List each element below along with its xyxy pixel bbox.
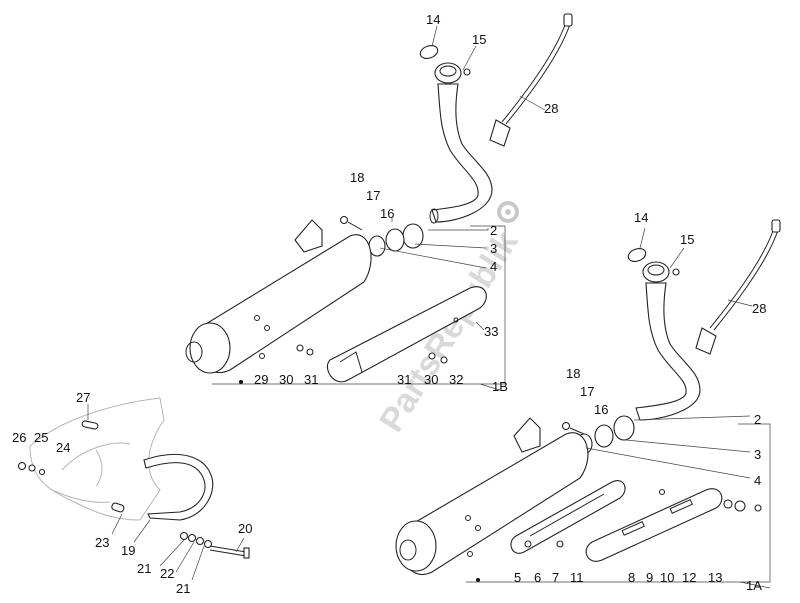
washer-31: [306, 348, 314, 356]
callout-33: 33: [484, 324, 498, 339]
muffler-1b: [185, 219, 372, 374]
callout-4: 4: [754, 473, 761, 488]
callout-14: 14: [634, 210, 648, 225]
callout-28: 28: [752, 301, 766, 316]
callout-28: 28: [544, 101, 558, 116]
callout-15: 15: [472, 32, 486, 47]
lambda-sensor-28: [489, 13, 573, 147]
washers-12-13: [556, 488, 762, 548]
callout-16: 16: [380, 206, 394, 221]
callout-17: 17: [580, 384, 594, 399]
callout-3: 3: [490, 241, 497, 256]
callout-2: 2: [754, 412, 761, 427]
callout-22: 22: [160, 566, 174, 581]
assembly-1a: 14 15 28 18 17 16 2 3 4 5 6 7 11 8 9 10 …: [395, 210, 781, 593]
group-label-1b: 1B: [492, 379, 508, 394]
callout-27: 27: [76, 390, 90, 405]
callout-15: 15: [680, 232, 694, 247]
pin-27: [81, 420, 99, 430]
callout-31: 31: [304, 372, 318, 387]
callout-11: 11: [570, 570, 584, 585]
callout-30: 30: [279, 372, 293, 387]
manifold-pipe: [431, 83, 493, 223]
callout-31b: 31: [397, 372, 411, 387]
nut-26: [17, 461, 27, 471]
callout-7: 7: [552, 570, 559, 585]
callout-16: 16: [594, 402, 608, 417]
heat-shield-8: [585, 488, 723, 562]
washer-24: [38, 468, 46, 476]
callout-6: 6: [534, 570, 541, 585]
muffler-1a: [395, 417, 589, 575]
callout-2: 2: [490, 223, 497, 238]
callout-32: 32: [449, 372, 463, 387]
reference-dot: [476, 578, 480, 582]
heat-shield-bracket-5: [510, 480, 626, 554]
callout-25: 25: [34, 430, 48, 445]
callout-12: 12: [682, 570, 696, 585]
callout-14: 14: [426, 12, 440, 27]
ring-14: [627, 248, 647, 262]
strap-19: [143, 453, 214, 521]
sleeve-23: [111, 502, 125, 513]
washer-30: [296, 344, 304, 352]
callout-21b: 21: [176, 581, 190, 596]
callout-13: 13: [708, 570, 722, 585]
callout-30b: 30: [424, 372, 438, 387]
clamp-16: [368, 223, 424, 257]
callout-10: 10: [660, 570, 674, 585]
group-label-1a: 1A: [746, 578, 762, 593]
bolt-17: [561, 421, 585, 435]
reference-dot: [239, 380, 243, 384]
callout-23: 23: [95, 535, 109, 550]
bolt-20: [209, 545, 250, 559]
heat-shield-33: [326, 286, 487, 383]
callout-19: 19: [121, 543, 135, 558]
flange-15: [642, 261, 680, 283]
bracket-group: 27 26 25 24 23 19 21 22 21 20: [12, 390, 252, 596]
manifold-pipe: [635, 282, 701, 421]
flange-15: [434, 62, 471, 84]
gear-icon: [497, 201, 519, 223]
callout-3: 3: [754, 447, 761, 462]
assembly-1b: 14 15 28 18 17 16 2 3 4 33 29 30 31 31 3…: [185, 12, 573, 394]
callout-17: 17: [366, 188, 380, 203]
callout-5: 5: [514, 570, 521, 585]
callout-29: 29: [254, 372, 268, 387]
callout-18: 18: [350, 170, 364, 185]
washer-21: [179, 531, 189, 541]
frame-ghost: [29, 397, 165, 521]
bolt-17: [339, 215, 363, 231]
ring-14: [419, 45, 439, 59]
callout-20: 20: [238, 521, 252, 536]
callout-24: 24: [56, 440, 70, 455]
callout-21a: 21: [137, 561, 151, 576]
washer-22: [187, 533, 197, 543]
callout-4: 4: [490, 259, 497, 274]
callout-8: 8: [628, 570, 635, 585]
callout-18: 18: [566, 366, 580, 381]
callout-9: 9: [646, 570, 653, 585]
callout-26: 26: [12, 430, 26, 445]
washer-25: [28, 464, 36, 472]
lambda-sensor-28: [695, 219, 781, 355]
